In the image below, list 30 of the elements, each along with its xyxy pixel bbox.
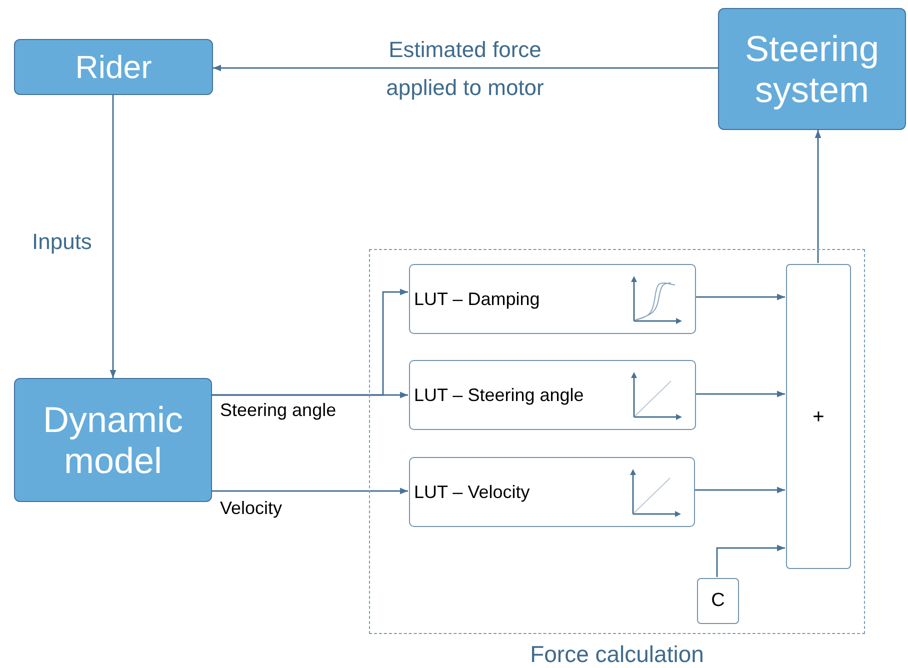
node-label: C (711, 588, 725, 613)
node-label: + (812, 404, 824, 430)
node-label: LUT – Damping (414, 288, 540, 311)
process-box (14, 378, 212, 502)
node-label: LUT – Velocity (414, 480, 530, 504)
node-label: Dynamic model (42, 398, 184, 482)
lookup-table-box (409, 457, 695, 527)
arrow (212, 288, 408, 396)
edge-label: Inputs (32, 228, 92, 256)
edge-label: Velocity (220, 497, 282, 520)
summation-block (786, 264, 851, 569)
arrow (694, 486, 785, 494)
arrow (695, 390, 785, 398)
arrow (814, 130, 822, 263)
node-label: Steering system (744, 28, 880, 110)
process-box (14, 39, 213, 95)
process-box (718, 8, 906, 130)
arrow (213, 64, 718, 72)
edge-label: Steering angle (220, 399, 336, 422)
arrow (695, 294, 785, 300)
edge-label: Estimated force applied to motor (385, 36, 545, 102)
node-label: Force calculation (529, 640, 705, 668)
arrow (212, 488, 408, 494)
lookup-table-box (409, 264, 696, 334)
lookup-table-box (409, 360, 696, 430)
constant-block (697, 578, 739, 624)
arrow (110, 95, 116, 378)
node-label: LUT – Steering angle (414, 384, 584, 407)
node-label: Rider (75, 48, 152, 86)
arrow (716, 544, 785, 577)
